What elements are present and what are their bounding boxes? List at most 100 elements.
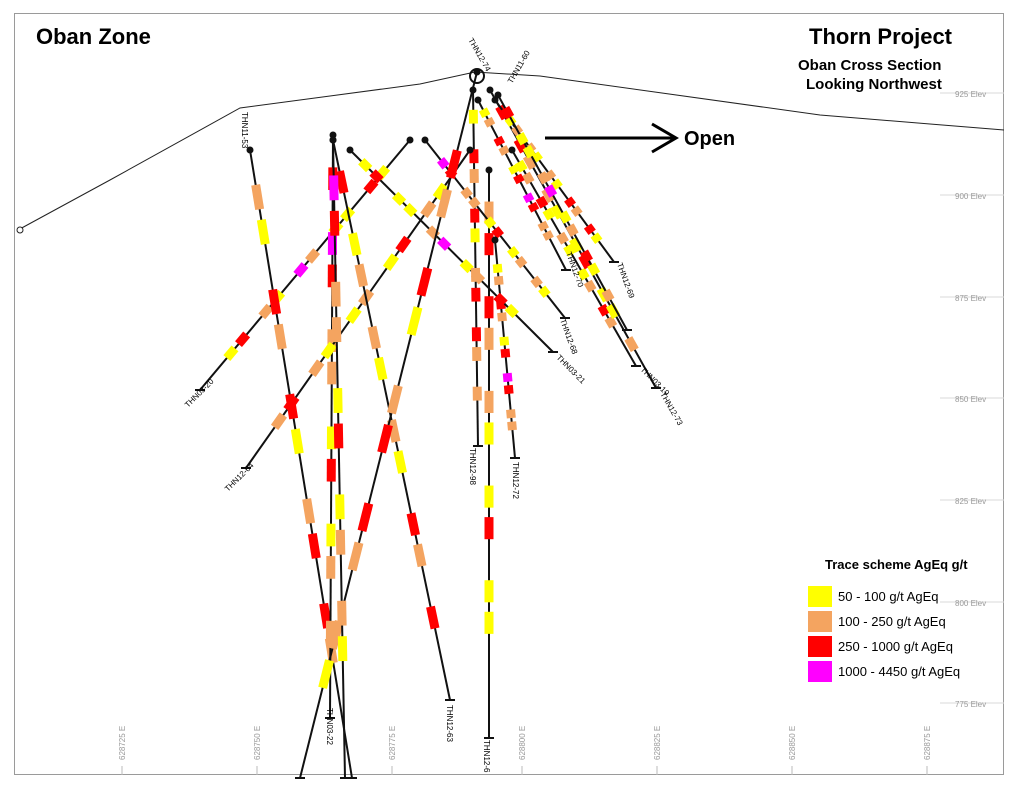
collar-marker — [485, 166, 493, 174]
assay-interval — [601, 288, 615, 303]
elevation-label: 900 Elev — [955, 192, 986, 201]
drill-hole — [497, 94, 628, 331]
drill-hole — [492, 239, 517, 459]
elevation-label: 800 Elev — [955, 599, 986, 608]
assay-interval — [258, 303, 274, 320]
collar-marker — [494, 91, 502, 99]
easting-label: 628875 E — [923, 726, 932, 760]
legend-item: 50 - 100 g/t AgEq — [808, 586, 1004, 607]
collars — [195, 68, 661, 779]
assay-interval — [377, 423, 393, 454]
elevation-label: 825 Elev — [955, 497, 986, 506]
legend-label: 250 - 1000 g/t AgEq — [838, 639, 953, 654]
legend-swatch — [808, 611, 832, 632]
assay-interval — [426, 605, 440, 630]
assay-interval — [522, 192, 535, 204]
topography-profile — [17, 71, 1005, 231]
assay-interval — [357, 502, 374, 532]
easting-label: 628725 E — [118, 726, 127, 760]
assay-interval — [587, 262, 601, 277]
legend-swatch — [808, 586, 832, 607]
assay-interval — [597, 303, 611, 317]
assay-interval — [493, 275, 504, 286]
assay-interval — [570, 205, 583, 217]
assay-interval — [558, 210, 572, 224]
assay-interval — [223, 345, 239, 361]
assay-interval — [624, 336, 639, 353]
legend-item: 1000 - 4450 g/t AgEq — [808, 661, 1004, 682]
assay-interval — [483, 116, 496, 128]
assay-interval — [270, 412, 288, 430]
collar-marker — [491, 236, 499, 244]
drillhole-label: THN12-98 — [468, 448, 477, 485]
collar-marker — [473, 68, 481, 76]
assay-interval — [483, 216, 497, 229]
drillhole-label: THN03-20 — [183, 377, 216, 410]
assay-interval — [514, 255, 528, 269]
drillhole-label: THN12-6 — [482, 740, 491, 773]
drillhole-label: THN12-63 — [445, 705, 454, 742]
assay-interval — [501, 105, 515, 120]
collar-marker — [246, 146, 254, 154]
drill-trace — [511, 149, 637, 367]
collar-marker — [329, 136, 337, 144]
assay-interval — [491, 226, 504, 239]
assay-interval — [580, 249, 593, 263]
drill-hole — [511, 149, 637, 367]
assay-interval — [446, 149, 462, 179]
assay-interval — [432, 182, 449, 201]
elevation-label: 775 Elev — [955, 700, 986, 709]
drillhole-label: THN12-68 — [558, 318, 579, 356]
assay-interval — [335, 170, 349, 194]
assay-interval — [605, 303, 621, 320]
assay-interval — [590, 232, 603, 244]
assay-interval — [498, 145, 510, 156]
assay-interval — [345, 306, 362, 324]
assay-interval — [499, 336, 510, 346]
drillhole-label: THN12-64 — [223, 461, 256, 494]
section-end-marker — [16, 226, 24, 234]
drill-hole — [477, 99, 567, 271]
assay-interval — [507, 421, 517, 431]
assay-interval — [328, 620, 344, 650]
assay-interval — [290, 428, 304, 455]
assay-interval — [395, 235, 412, 254]
assay-interval — [391, 191, 407, 206]
assay-interval — [382, 253, 400, 271]
assay-interval — [302, 498, 316, 525]
section-direction: Looking Northwest — [806, 76, 942, 93]
assay-interval — [348, 232, 362, 257]
assay-interval — [556, 231, 569, 245]
legend: Trace scheme AgEq g/t 50 - 100 g/t AgEq … — [808, 557, 1004, 686]
assay-interval — [492, 263, 503, 274]
assay-interval — [393, 450, 407, 474]
assay-interval — [493, 292, 508, 307]
assay-interval — [406, 512, 420, 537]
assay-interval — [354, 263, 368, 288]
drill-hole — [299, 71, 478, 779]
drill-hole — [245, 149, 471, 469]
assay-interval — [374, 356, 388, 381]
assay-interval — [503, 384, 514, 395]
assay-interval — [268, 288, 282, 315]
assay-interval — [437, 156, 450, 170]
assay-interval — [530, 275, 543, 289]
assay-interval — [576, 267, 590, 281]
assay-interval — [542, 230, 554, 241]
assay-interval — [513, 173, 525, 185]
assay-interval — [403, 202, 418, 218]
assay-interval — [515, 132, 529, 146]
assay-interval — [522, 145, 536, 159]
legend-label: 50 - 100 g/t AgEq — [838, 589, 939, 604]
assay-interval — [544, 169, 557, 181]
easting-label: 628850 E — [788, 726, 797, 760]
drill-hole — [332, 139, 451, 701]
assay-interval — [437, 236, 452, 251]
assay-interval — [507, 245, 520, 259]
elevation-label: 875 Elev — [955, 294, 986, 303]
assay-interval — [436, 188, 452, 219]
assay-interval — [521, 171, 535, 185]
drill-trace — [332, 139, 346, 779]
